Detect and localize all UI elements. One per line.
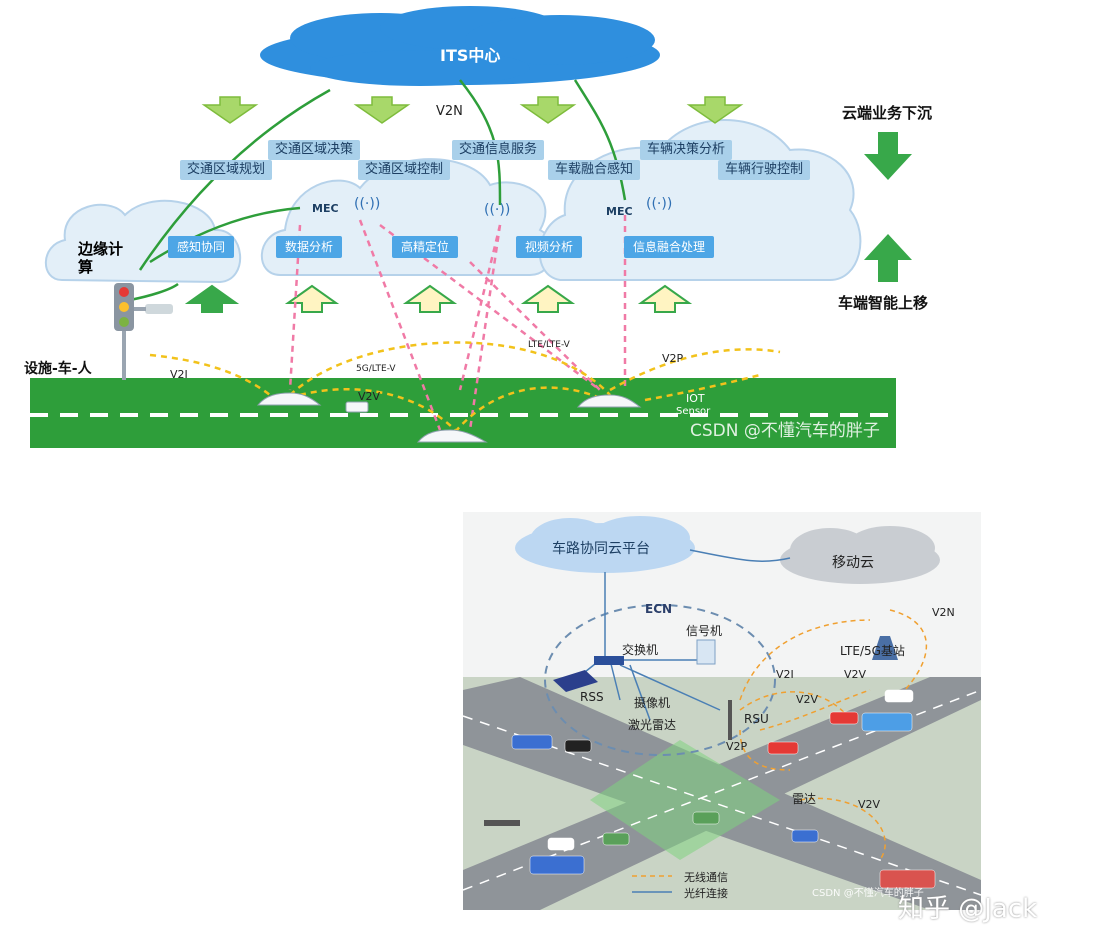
rsu-label: RSU xyxy=(744,712,769,726)
rss-icon xyxy=(553,670,598,692)
vehicle-icons xyxy=(511,689,936,889)
lidar-label: 激光雷达 xyxy=(628,718,677,732)
box-info-fusion: 信息融合处理 xyxy=(624,236,715,258)
infra-label: 设施-车-人 xyxy=(24,361,92,377)
cloud-platform xyxy=(515,516,695,573)
signal-label: 信号机 xyxy=(686,624,723,638)
box-traffic-control: 交通区域控制 xyxy=(358,160,451,180)
platform-label: 车路协同云平台 xyxy=(552,541,650,557)
wireless-links-yellow xyxy=(149,341,781,433)
5g-label: 5G/LTE-V xyxy=(356,364,396,374)
switch-icon xyxy=(594,656,624,665)
v2v-bottom-label-a: V2V xyxy=(844,668,867,681)
base-station-label: LTE/5G基站 xyxy=(840,644,905,658)
traffic-light-icon xyxy=(114,283,134,380)
its-center-cloud xyxy=(260,6,660,86)
v2n-bottom-label: V2N xyxy=(932,606,955,619)
box-traffic-planning: 交通区域规划 xyxy=(180,160,273,180)
rss-label: RSS xyxy=(580,690,604,704)
vehicle-up-arrow xyxy=(864,234,912,282)
edge-compute-label: 边缘计算 xyxy=(78,240,124,276)
box-perception-coop: 感知协同 xyxy=(168,236,235,258)
mec-left-label: MEC xyxy=(312,202,339,215)
v2i-label: V2I xyxy=(170,368,188,381)
switch-label: 交换机 xyxy=(622,643,659,657)
box-vehicle-control: 车辆行驶控制 xyxy=(718,160,811,180)
legend-fiber-label: 光纤连接 xyxy=(684,887,728,900)
box-traffic-info: 交通信息服务 xyxy=(452,140,545,160)
legend-wireless-label: 无线通信 xyxy=(684,871,728,884)
camera-icon xyxy=(134,304,173,314)
vehicle-up-label: 车端智能上移 xyxy=(838,294,929,312)
antenna-icon: ((·)) xyxy=(646,196,673,212)
signal-machine-icon xyxy=(696,639,716,665)
box-vehicle-perception: 车载融合感知 xyxy=(548,160,641,180)
v2p-bottom-label: V2P xyxy=(726,740,748,753)
mobile-cloud-label: 移动云 xyxy=(832,555,874,571)
its-center-label: ITS中心 xyxy=(440,46,501,65)
ecn-boundary xyxy=(544,604,776,756)
iot-label: IOT xyxy=(686,392,705,405)
box-hd-positioning: 高精定位 xyxy=(392,236,459,258)
camera-label: 摄像机 xyxy=(634,696,671,710)
antenna-icon: ((·)) xyxy=(354,196,381,212)
box-data-analysis: 数据分析 xyxy=(276,236,343,258)
radar-label: 雷达 xyxy=(792,792,817,806)
ecn-label: ECN xyxy=(645,602,673,616)
mec-right-label: MEC xyxy=(606,205,633,218)
edge-cloud-left xyxy=(44,199,242,284)
v2v-bottom-label-c: V2V xyxy=(858,798,881,811)
base-station-icon xyxy=(872,636,898,660)
v2p-label: V2P xyxy=(662,352,684,365)
rsu-pole xyxy=(728,700,732,740)
up-arrows xyxy=(184,284,693,313)
down-arrows xyxy=(201,96,744,124)
sensor-label: Sensor xyxy=(676,406,711,417)
mobile-cloud xyxy=(780,526,940,584)
v2v-bottom-label-b: V2V xyxy=(796,693,819,706)
wireless-links-bottom xyxy=(739,609,928,861)
antenna-icon: ((·)) xyxy=(484,202,511,218)
box-vehicle-decision: 车辆决策分析 xyxy=(640,140,733,160)
lte-label: LTE/LTE-V xyxy=(528,340,570,350)
box-video-analysis: 视频分析 xyxy=(516,236,583,258)
bottom-watermark: CSDN @不懂汽车的胖子 xyxy=(812,888,924,899)
v2v-label: V2V xyxy=(358,390,381,403)
v2i-bottom-label: V2I xyxy=(776,668,794,681)
box-traffic-decision: 交通区域决策 xyxy=(268,140,361,160)
v2n-label: V2N xyxy=(436,104,463,119)
cloud-down-arrow xyxy=(864,132,912,180)
intersection-glow xyxy=(590,740,780,860)
top-watermark: CSDN @不懂汽车的胖子 xyxy=(690,421,880,441)
bus-stop-icon xyxy=(484,820,520,826)
car-icon xyxy=(256,392,642,443)
zhihu-watermark: 知乎 @Jack xyxy=(898,894,1038,924)
cloud-down-label: 云端业务下沉 xyxy=(842,104,933,122)
